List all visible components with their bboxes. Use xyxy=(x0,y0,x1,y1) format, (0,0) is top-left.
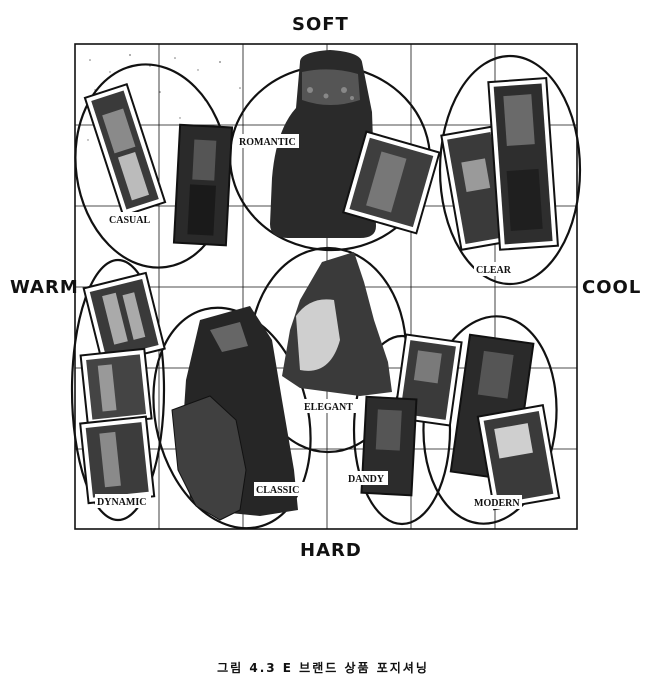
label-casual: CASUAL xyxy=(107,212,155,226)
label-clear: CLEAR xyxy=(474,262,516,276)
photo-casual-2 xyxy=(172,123,234,247)
photo-dynamic-2 xyxy=(79,347,153,427)
product-photos xyxy=(79,50,561,521)
axis-label-soft: SOFT xyxy=(292,14,349,35)
svg-text:ROMANTIC: ROMANTIC xyxy=(239,137,296,148)
photo-dandy-2 xyxy=(360,395,418,497)
figure-caption: 그림 4.3 E 브랜드 상품 포지셔닝 xyxy=(217,661,429,675)
group-labels: CASUAL ROMANTIC CLEAR ELEGANT DYNAMIC CL… xyxy=(95,134,522,509)
dynamic-outline xyxy=(70,258,166,522)
svg-text:CASUAL: CASUAL xyxy=(109,215,150,226)
dandy-outline xyxy=(352,334,452,526)
label-modern: MODERN xyxy=(472,495,522,509)
svg-text:CLASSIC: CLASSIC xyxy=(256,485,299,496)
photo-casual-1 xyxy=(83,82,167,218)
photo-modern-2 xyxy=(476,404,561,511)
photo-dynamic-3 xyxy=(79,415,156,505)
label-classic: CLASSIC xyxy=(254,482,306,496)
clear-outline xyxy=(438,54,582,286)
svg-text:DYNAMIC: DYNAMIC xyxy=(97,497,146,508)
label-dynamic: DYNAMIC xyxy=(95,494,151,508)
photo-romantic-2 xyxy=(342,130,441,235)
label-romantic: ROMANTIC xyxy=(237,134,299,148)
axis-label-hard: HARD xyxy=(300,540,362,561)
label-elegant: ELEGANT xyxy=(302,399,358,413)
axis-label-cool: COOL xyxy=(582,277,642,298)
svg-text:CLEAR: CLEAR xyxy=(476,265,512,276)
svg-text:ELEGANT: ELEGANT xyxy=(304,402,353,413)
label-dandy: DANDY xyxy=(346,471,388,485)
svg-text:DANDY: DANDY xyxy=(348,474,385,485)
svg-text:MODERN: MODERN xyxy=(474,498,520,509)
axis-label-warm: WARM xyxy=(10,277,79,298)
photo-dynamic-1 xyxy=(82,271,166,366)
photo-clear-2 xyxy=(487,77,559,251)
